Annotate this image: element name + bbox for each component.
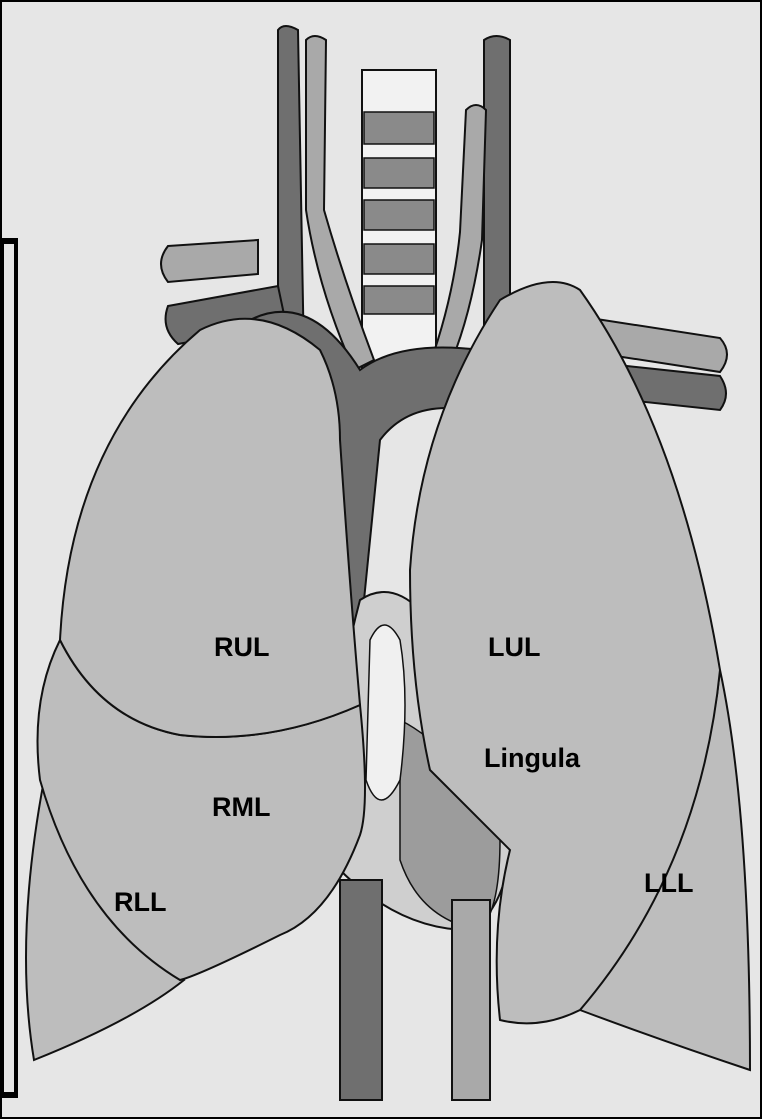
label-rll: RLL [114, 887, 166, 917]
left-border-inner [4, 244, 14, 1092]
trachea [362, 70, 436, 370]
label-lingula: Lingula [484, 743, 581, 773]
label-lll: LLL [644, 868, 693, 898]
label-rul: RUL [214, 632, 270, 662]
label-lul: LUL [488, 632, 540, 662]
label-rml: RML [212, 792, 270, 822]
